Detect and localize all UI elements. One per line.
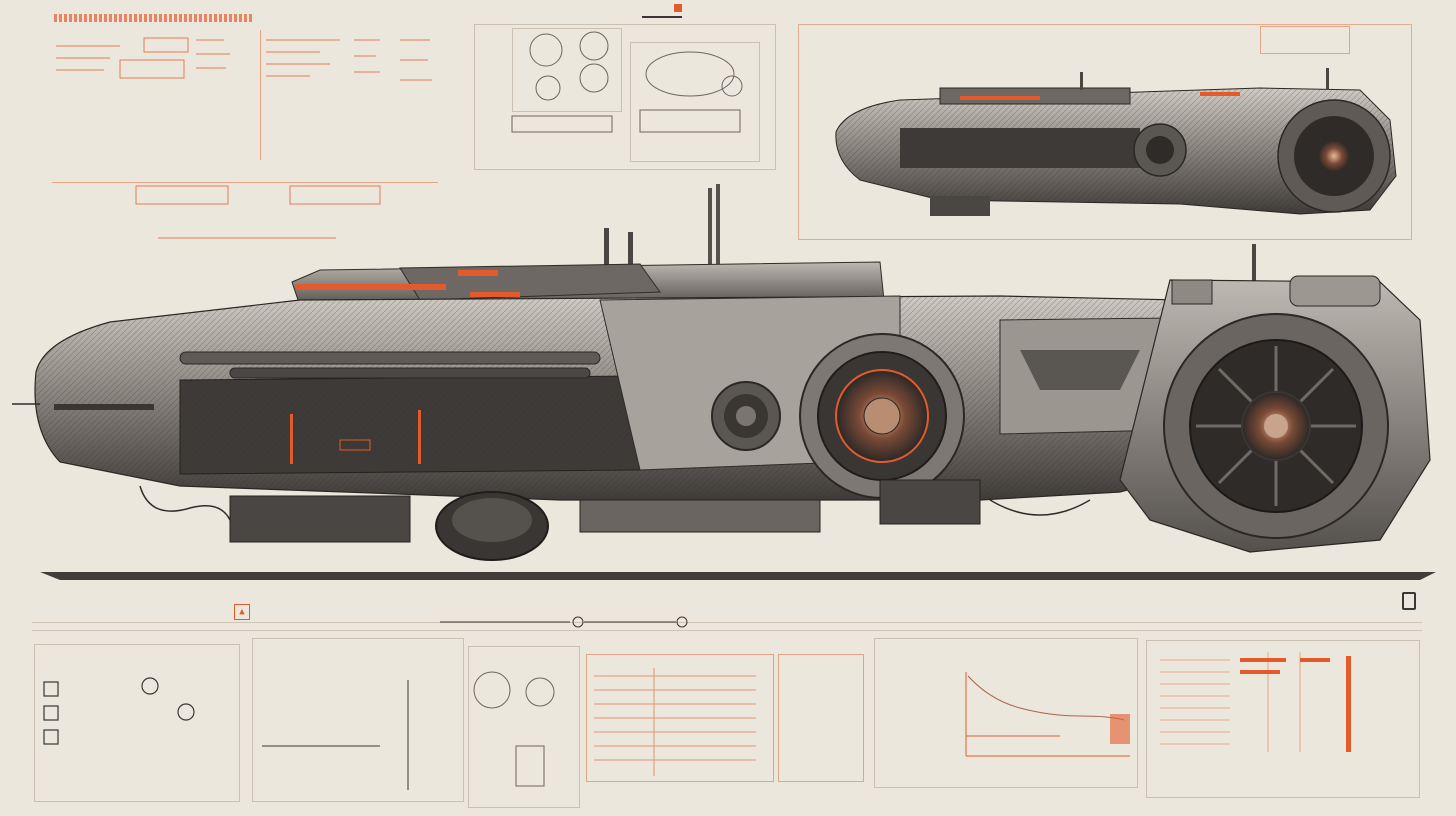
bottom-panel-components [468,646,580,808]
side-view-ship [835,68,1397,216]
spec-panel-top-left [52,18,438,183]
spec-scribbles [56,37,432,239]
bottom-panel-marks [43,616,1351,790]
detail-drawing-inset-right [630,42,760,162]
bottom-rule-upper [32,622,1422,623]
bottom-rule-lower [32,630,1422,631]
spec-panel-divider [260,30,261,160]
main-ship [12,184,1431,561]
side-view-title-box [1260,26,1350,54]
detail-drawing-panel [474,24,776,170]
bottom-panel-controls [34,644,240,802]
bottom-panel-specs-a [586,654,774,782]
bottom-panel-graph [874,638,1138,788]
bottom-panel-specs-b [778,654,864,782]
spec-panel-heading [54,14,254,22]
ground-shadow [40,572,1436,580]
shield-emblem-icon: ▲ [234,604,250,620]
top-emblem-icon [642,4,682,18]
detail-sketches [511,31,743,133]
corner-badge-icon [1402,592,1416,610]
bottom-panel-table [1146,640,1420,798]
side-view-panel [798,24,1412,240]
bottom-panel-gauges [252,638,464,802]
detail-drawing-inset-left [512,28,622,112]
